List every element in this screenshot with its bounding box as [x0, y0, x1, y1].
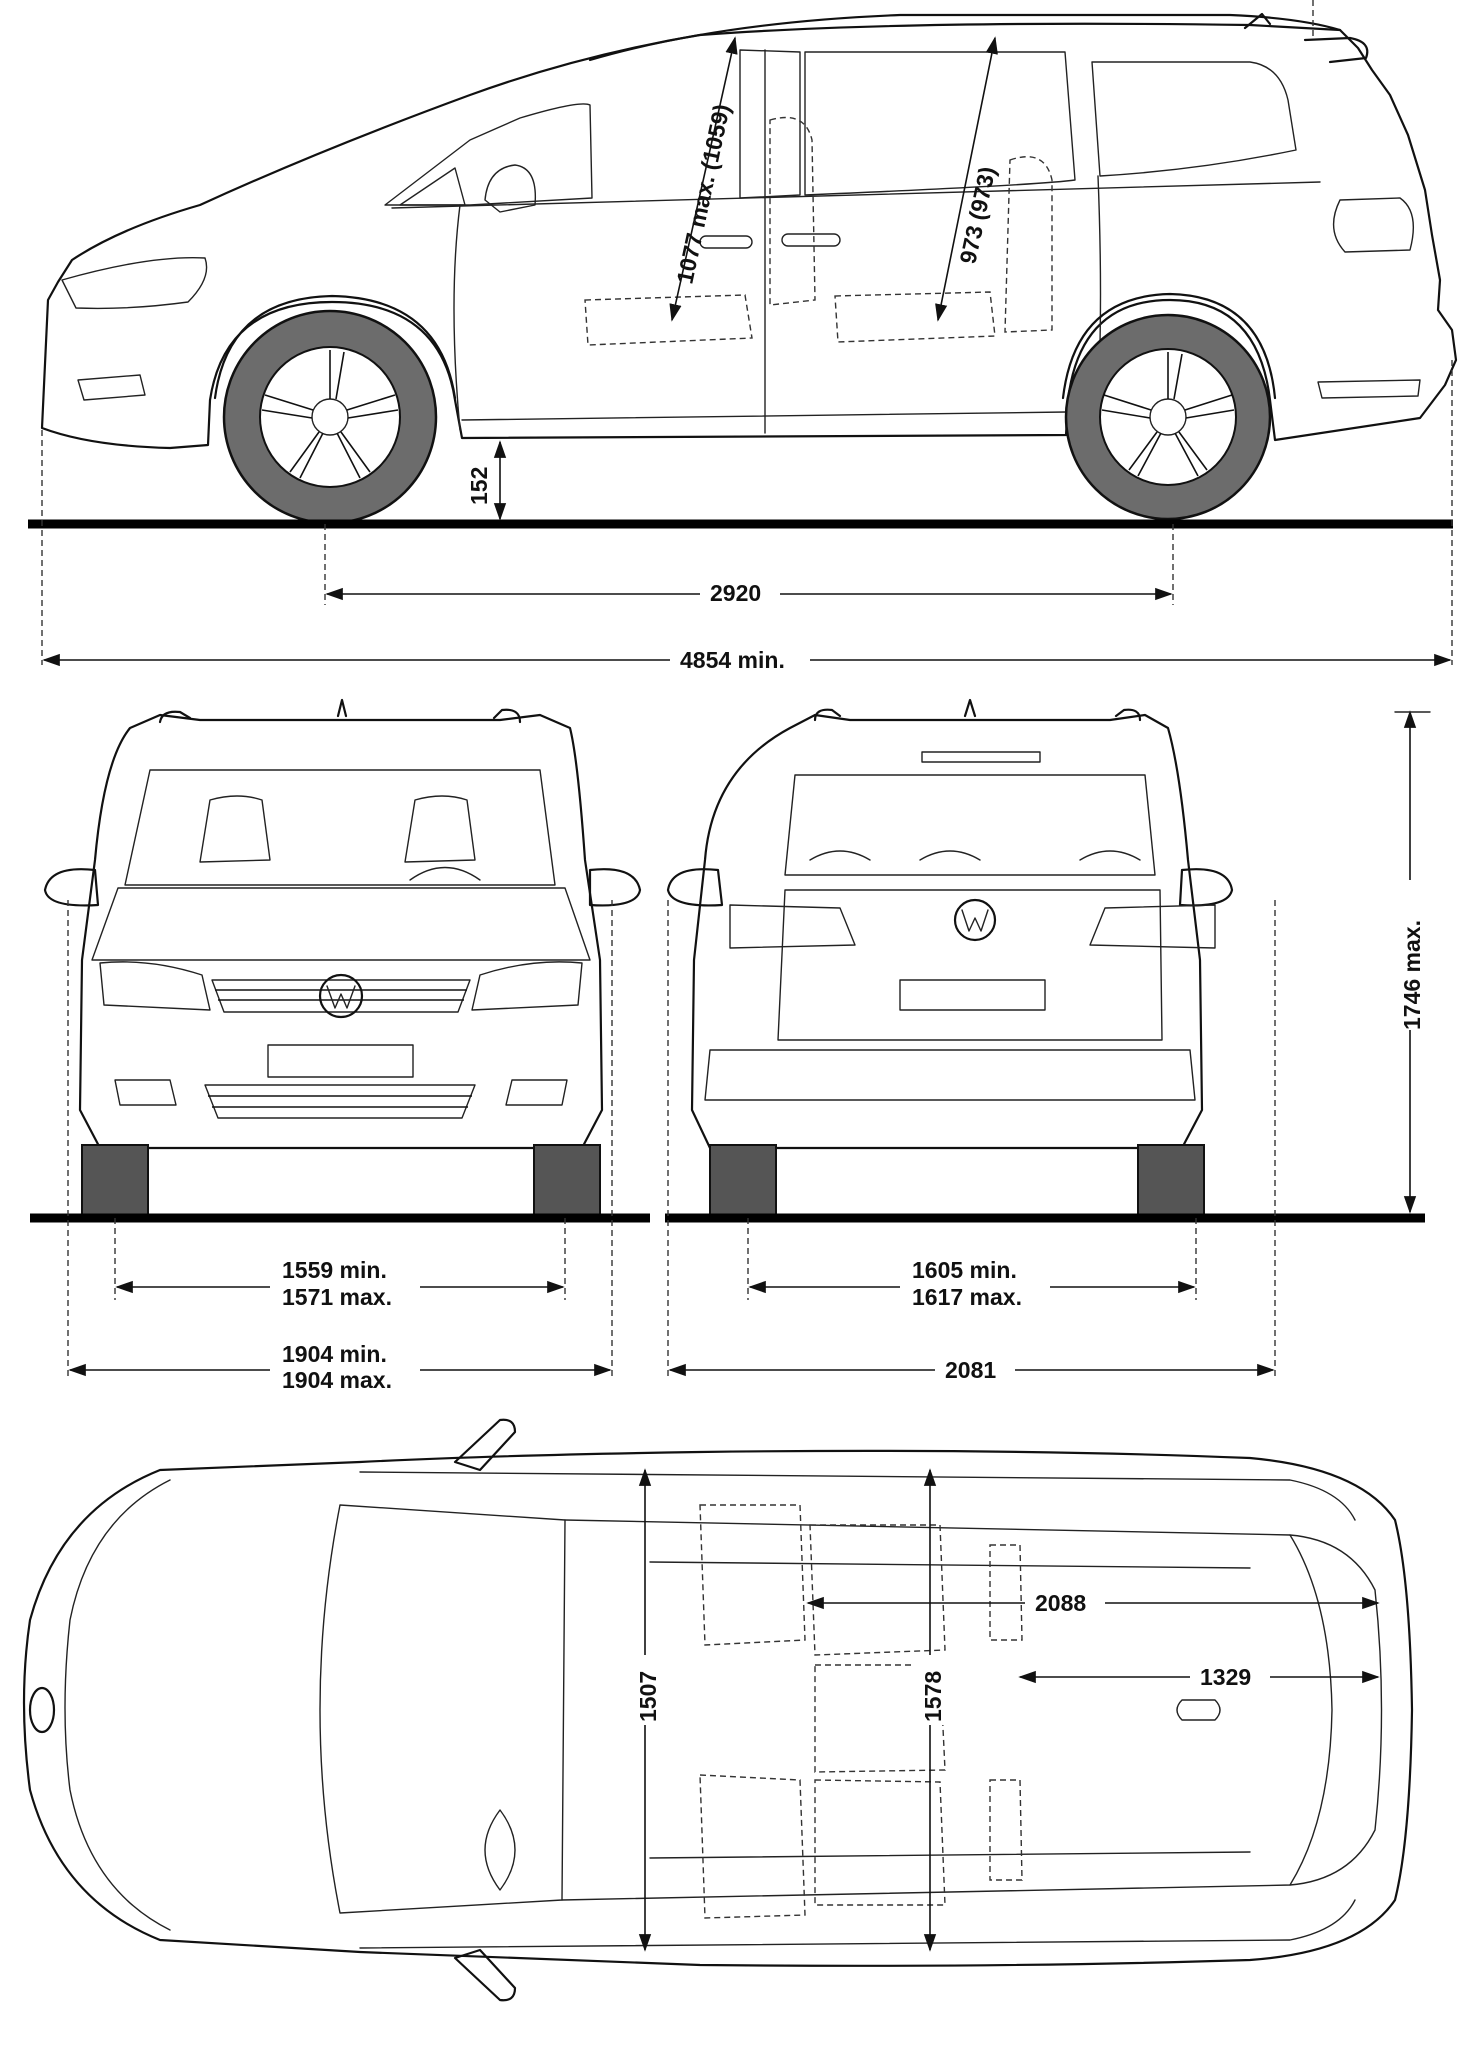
top-rail-inner-left [649, 1561, 1251, 1569]
side-front-door-line [453, 204, 461, 431]
vw-logo-icon [953, 898, 997, 942]
front-headlight-right [471, 961, 583, 1011]
side-fog-light [77, 374, 146, 401]
rear-body-outline [690, 713, 1204, 1150]
side-roof-rail [588, 13, 1342, 62]
top-roof-rail-right [359, 1899, 1356, 1949]
side-window-quarter [399, 167, 466, 206]
rear-mirror-right [1178, 868, 1234, 907]
side-front-seat [584, 116, 816, 346]
front-body-outline [78, 713, 604, 1150]
rear-mirror-left [666, 868, 724, 907]
side-window-middle [804, 51, 1076, 196]
front-seat-left [199, 795, 271, 863]
wheelbase-label: 2920 [710, 580, 761, 606]
rear-taillight-left [729, 904, 856, 949]
cabin-length-label: 2088 [1035, 1590, 1086, 1616]
side-antenna [1243, 12, 1272, 30]
front-seat-right [404, 795, 476, 863]
top-mirror-right [453, 1948, 517, 2002]
rear-headrests [809, 850, 1141, 861]
rear-roof-rails [813, 698, 1142, 722]
front-mirror-right [588, 868, 642, 907]
cargo-length-label: 1329 [1200, 1664, 1251, 1690]
side-front-wheel-arch [213, 294, 457, 400]
rear-tire-left [709, 1144, 777, 1218]
side-body-outline [40, 22, 1458, 450]
rear-window [784, 774, 1156, 876]
top-roof [561, 1519, 1333, 1901]
rear-view: 1605 min. 1617 max. 2081 1746 max. [665, 698, 1431, 1385]
rear-tailgate [777, 889, 1163, 1041]
top-fuel-cap [1176, 1699, 1221, 1721]
rear-width-label: 2081 [945, 1357, 996, 1383]
top-steering-wheel [484, 1809, 516, 1891]
rear-bumper [704, 1049, 1196, 1101]
top-roof-rail-left [359, 1471, 1356, 1521]
front-track-max-label: 1571 max. [282, 1284, 392, 1310]
headroom-front-dim-line [669, 36, 738, 322]
rear-spoiler-light [921, 751, 1041, 763]
side-headlight [61, 257, 208, 310]
front-width-max-label: 1904 max. [282, 1367, 392, 1393]
top-view: 1507 1578 2088 1329 [22, 1418, 1414, 2002]
side-view: 1077 max. (1059) 973 (973) 152 2920 4854… [28, 0, 1458, 674]
side-rear-reflector [1317, 379, 1421, 399]
top-second-row-seats [809, 1524, 946, 1906]
front-view: 1559 min. 1571 max. 1904 min. 1904 max. [30, 698, 650, 1396]
vw-logo-icon [318, 973, 364, 1019]
front-fog-right [505, 1079, 568, 1106]
side-window-sliding-door [739, 49, 801, 199]
inner-width-rear-label: 1578 [920, 1671, 946, 1722]
side-window-front [384, 103, 593, 206]
front-tire-left [81, 1144, 149, 1218]
top-front-seats [699, 1504, 806, 1919]
front-hood [91, 887, 591, 961]
top-third-row-seats [989, 1544, 1023, 1881]
headroom-rear-dim-line [935, 36, 998, 322]
front-windshield [124, 769, 556, 886]
top-mirror-left [453, 1418, 517, 1472]
front-width-min-label: 1904 min. [282, 1341, 387, 1367]
rear-track-max-label: 1617 max. [912, 1284, 1022, 1310]
side-front-door-handle [699, 235, 753, 249]
top-rail-inner-right [649, 1851, 1251, 1859]
headroom-front-label: 1077 max. (1059) [671, 102, 734, 286]
height-label: 1746 max. [1399, 920, 1425, 1030]
top-body-outline [22, 1449, 1414, 1967]
rear-track-min-label: 1605 min. [912, 1257, 1017, 1283]
side-front-wheel [222, 309, 438, 525]
side-taillight [1332, 197, 1414, 253]
front-license-plate [267, 1044, 414, 1078]
ground-clearance-label: 152 [466, 467, 492, 505]
front-fog-left [114, 1079, 177, 1106]
rear-taillight-right [1089, 904, 1216, 949]
side-rear-wheel-arch [1061, 292, 1277, 400]
front-roof-rails [158, 698, 522, 724]
front-track-min-label: 1559 min. [282, 1257, 387, 1283]
rear-license-plate [899, 979, 1046, 1011]
length-label: 4854 min. [680, 647, 785, 673]
inner-width-front-label: 1507 [635, 1671, 661, 1722]
vw-logo-icon [28, 1686, 56, 1734]
front-lower-grille [204, 1084, 476, 1119]
front-headlight-left [99, 961, 211, 1011]
rear-tire-right [1137, 1144, 1205, 1218]
top-rear-window [1289, 1534, 1383, 1886]
side-mirror [484, 164, 537, 213]
top-hood [64, 1479, 171, 1931]
side-rear-wheel [1064, 313, 1272, 521]
side-sliding-door-handle [781, 233, 841, 247]
front-steering-wheel [409, 866, 481, 881]
side-window-rear [1091, 61, 1297, 177]
top-windshield [319, 1504, 566, 1914]
headroom-rear-label: 973 (973) [954, 164, 1000, 266]
front-tire-right [533, 1144, 601, 1218]
side-rear-spoiler [1303, 36, 1369, 64]
side-belt-line [391, 181, 1321, 209]
front-grille [211, 979, 471, 1013]
side-sill-line [461, 411, 1067, 421]
front-mirror-left [43, 868, 100, 907]
